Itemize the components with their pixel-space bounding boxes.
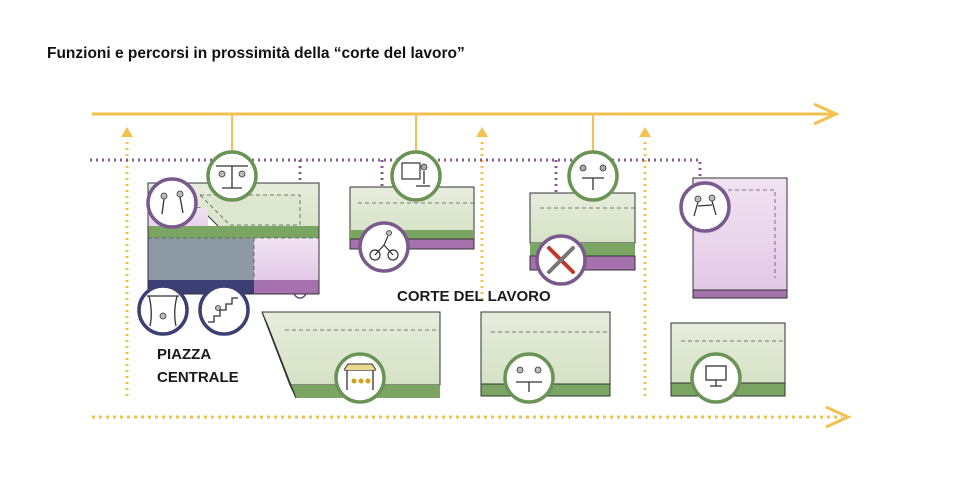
performers-icon [146,177,198,229]
piazza-centrale-label-line2: CENTRALE [157,369,239,386]
cafe-table-icon [567,150,619,202]
cyclist-icon [358,221,410,273]
diagram-title: Funzioni e percorsi in prossimità della … [47,45,465,62]
yellow-main-path [92,102,840,126]
yellow-vertical-paths [125,142,647,400]
tools-icon [535,234,587,286]
desk-worker-icon [390,150,442,202]
dancers-icon [679,181,731,233]
yellow-connectors [231,114,594,152]
theater-curtains-icon [137,284,189,336]
yellow-dotted-path [92,405,852,429]
group-table-icon [503,352,555,404]
picnic-table-icon [206,150,258,202]
piazza-centrale-label-line1: PIAZZA [157,346,211,363]
stairs-audience-icon [198,284,250,336]
market-stall-icon [334,352,386,404]
computer-desk-icon [690,352,742,404]
corte-del-lavoro-label: CORTE DEL LAVORO [397,288,551,305]
yellow-vertical-arrowheads [121,127,651,137]
